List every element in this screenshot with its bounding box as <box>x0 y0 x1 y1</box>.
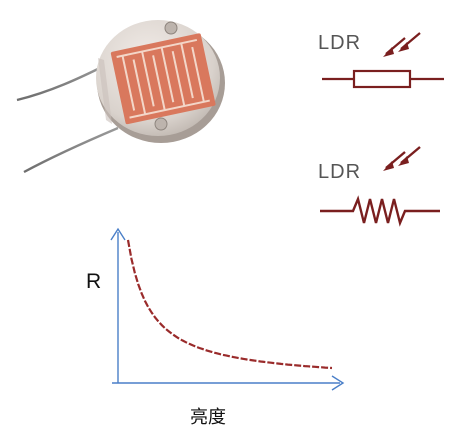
x-axis-arrowhead <box>331 375 345 391</box>
axes <box>110 227 345 391</box>
x-axis-label: 亮度 <box>190 407 226 428</box>
resistance-curve <box>126 239 333 370</box>
zigzag-resistor <box>320 195 440 227</box>
photosensitive-track <box>110 33 216 125</box>
rivet-bottom <box>154 117 168 131</box>
component-lead-lower <box>23 126 119 174</box>
y-axis-arrowhead <box>110 227 126 241</box>
y-axis-label: R <box>86 270 102 293</box>
ldr-label-top: LDR <box>318 32 362 54</box>
rivet-top <box>164 21 178 35</box>
ldr-label-bottom: LDR <box>318 161 362 183</box>
